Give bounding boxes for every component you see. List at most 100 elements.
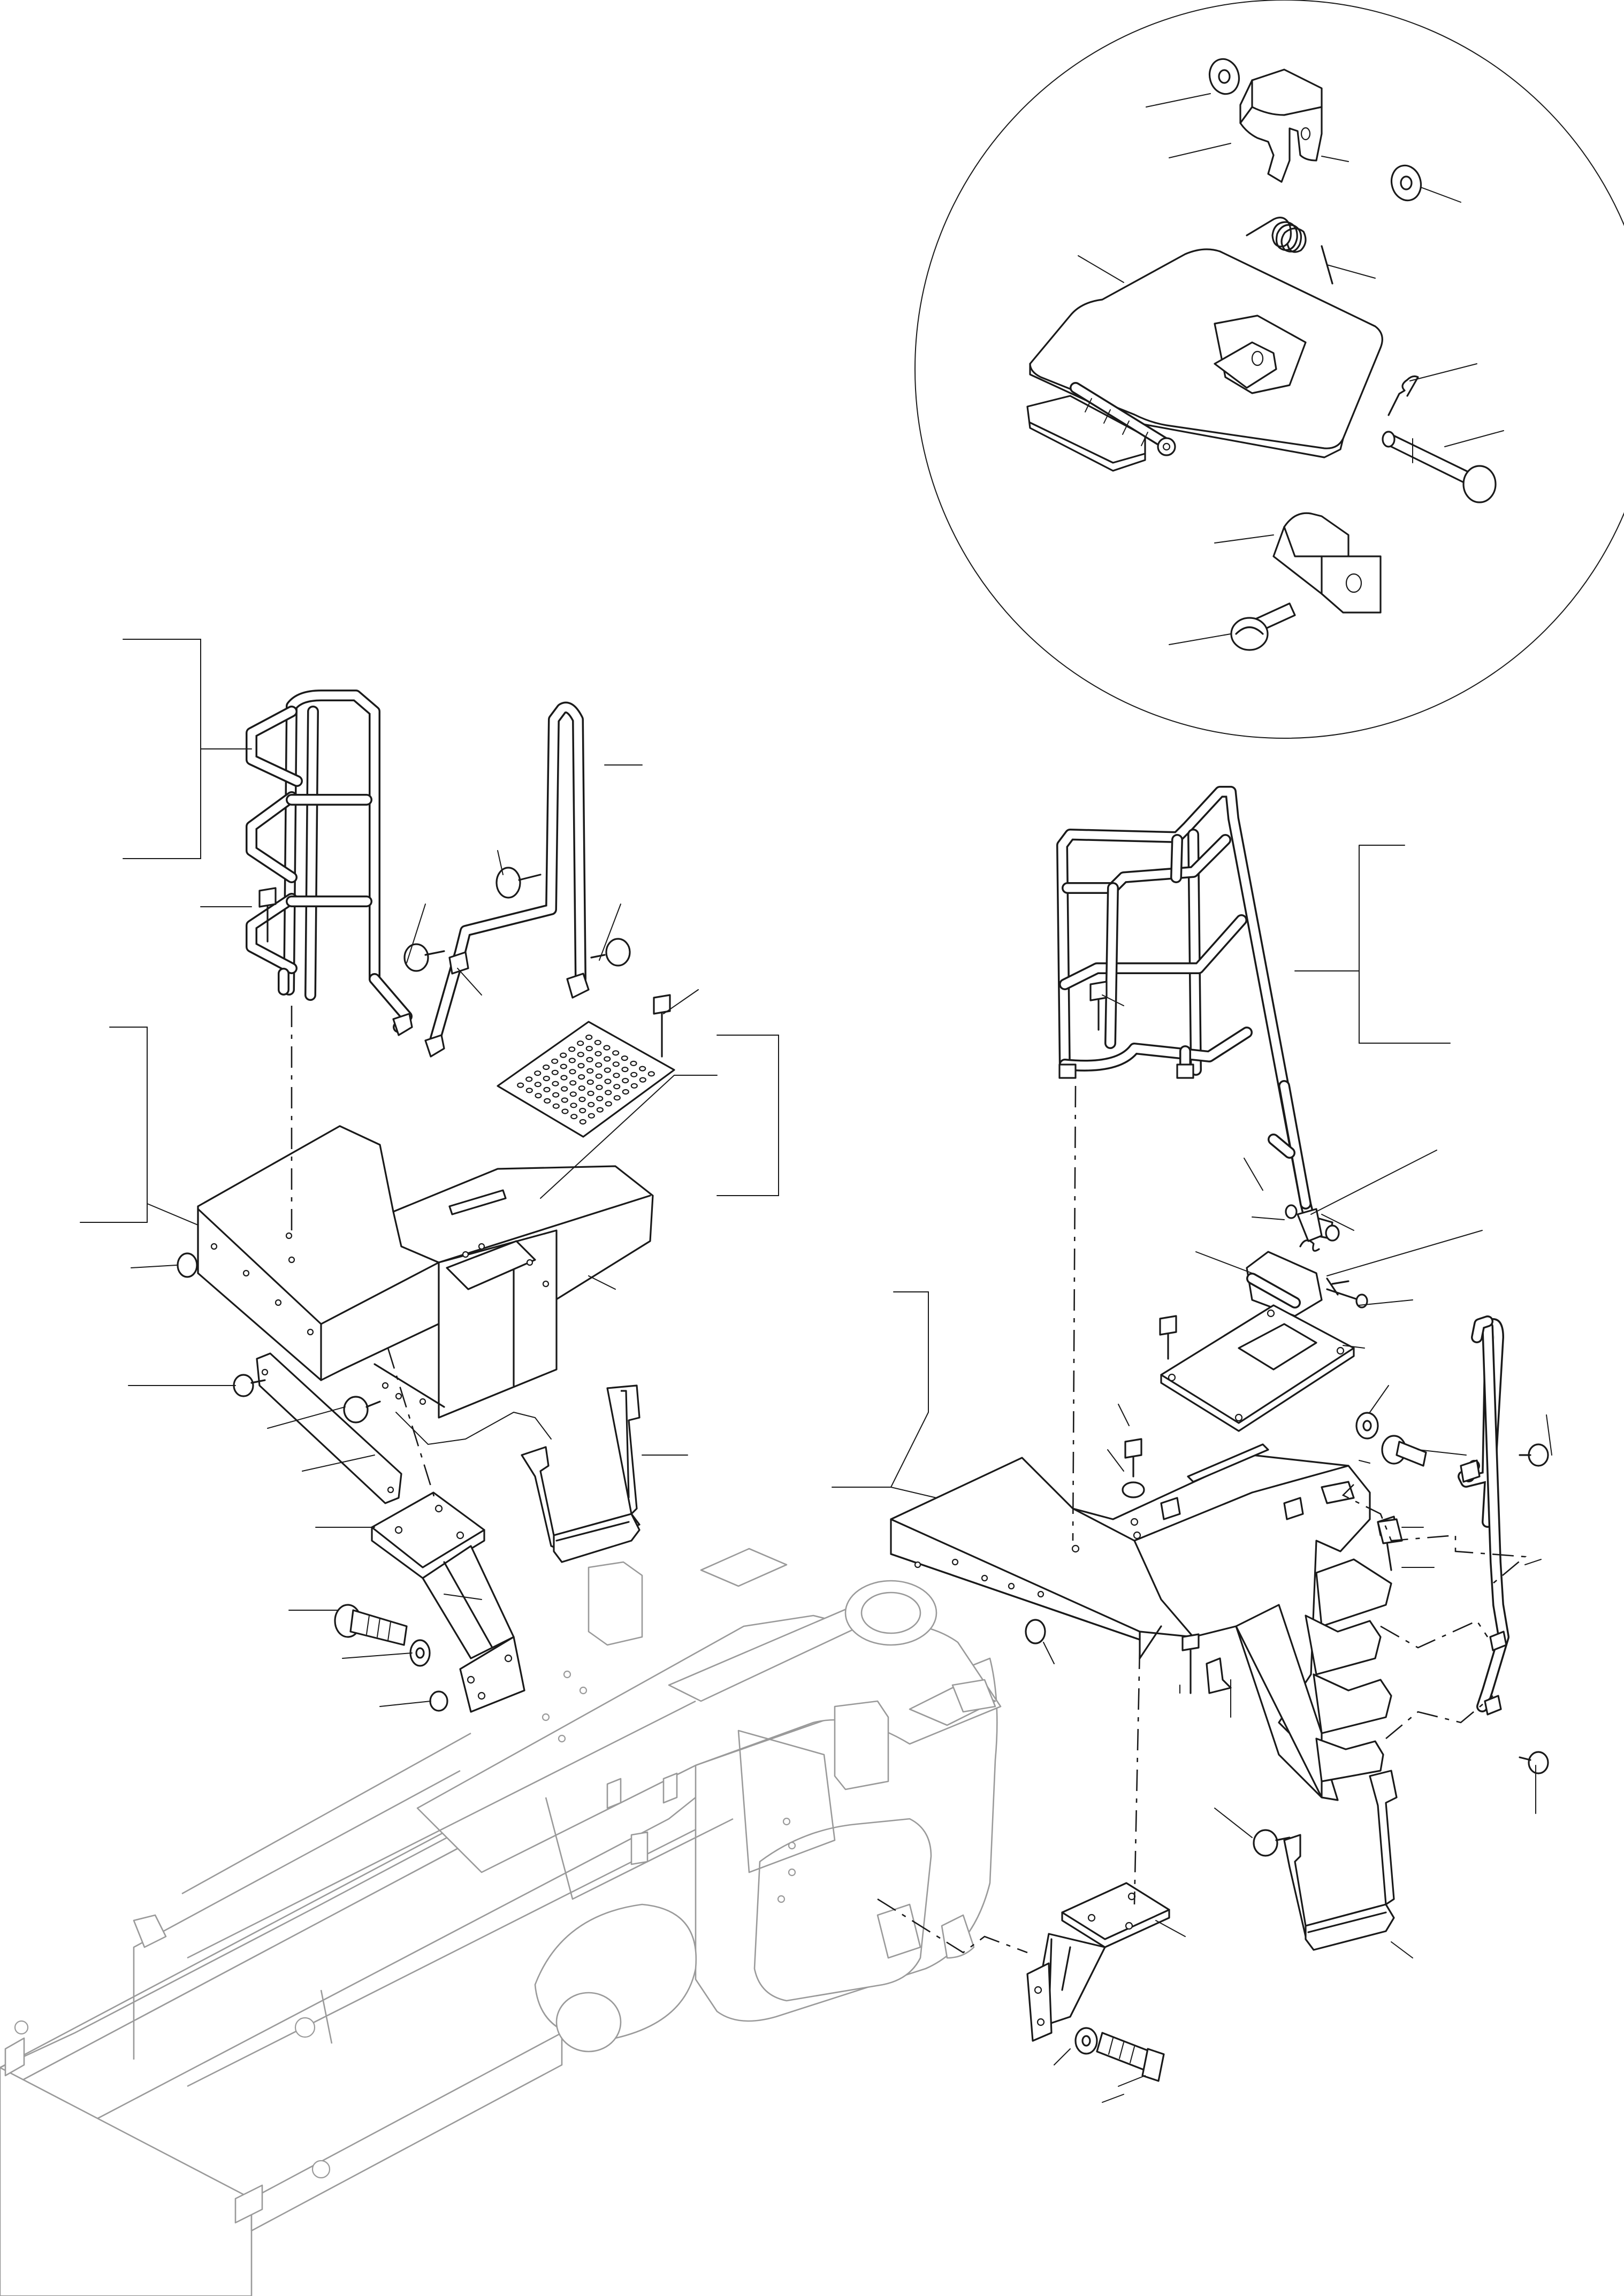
bolt-icon [1253, 1829, 1291, 1857]
bolt-icon [334, 1604, 408, 1646]
perforation-hole [595, 1073, 603, 1079]
step-platform-icon [197, 1125, 654, 1419]
detail-view [914, 0, 1624, 739]
perforation-hole [605, 1101, 612, 1107]
bolt-icon [1519, 1751, 1549, 1774]
perforation-hole [534, 1070, 542, 1076]
washer-icon [1074, 2027, 1098, 2055]
latch-bracket-icon [1272, 512, 1382, 614]
perforation-hole [594, 1039, 601, 1045]
perforation-hole [551, 1058, 559, 1064]
perforation-hole [587, 1090, 594, 1097]
perforation-hole [578, 1085, 585, 1091]
perforation-hole [585, 1045, 593, 1052]
anti-slip-plate-icon [497, 1021, 675, 1138]
hinged-step-plate-icon [1246, 1204, 1368, 1317]
perforation-hole [630, 1060, 637, 1067]
bolt-icon [1181, 1633, 1200, 1694]
perforation-hole [604, 1056, 611, 1062]
washer-icon [409, 1639, 431, 1667]
perforation-hole [543, 1064, 550, 1070]
perforation-hole [568, 1058, 576, 1063]
perforation-hole [596, 1084, 603, 1090]
knob-icon [495, 867, 542, 899]
perforation-hole [570, 1103, 577, 1108]
perforation-hole [604, 1067, 611, 1073]
perforation-hole [595, 1062, 603, 1068]
perforation-hole [577, 1040, 584, 1046]
machine-frame-icon [0, 1548, 1002, 2296]
perforation-hole [577, 1052, 584, 1058]
perforation-hole [568, 1046, 576, 1052]
perforation-hole [544, 1098, 551, 1104]
perforation-hole [579, 1119, 586, 1125]
bolt-icon [1089, 981, 1108, 1031]
perforation-hole [630, 1072, 638, 1077]
plug-icon [1025, 1619, 1046, 1644]
small-bracket-icon [1206, 1657, 1232, 1694]
perforation-hole [569, 1080, 577, 1086]
perforation-hole [588, 1113, 595, 1119]
perforation-hole [551, 1069, 559, 1075]
perforation-hole [604, 1078, 612, 1084]
perforation-hole [613, 1073, 620, 1078]
right-assembly [832, 786, 1552, 2103]
bolt-icon [590, 938, 631, 967]
perforation-hole [525, 1076, 533, 1082]
perforation-hole [596, 1096, 604, 1101]
support-bracket-icon [371, 1491, 525, 1713]
perforation-hole [525, 1088, 533, 1093]
support-bracket-icon [1026, 1882, 1170, 2042]
bolt-icon [653, 994, 671, 1058]
perforation-hole [569, 1069, 576, 1075]
anti-slip-holes [517, 1034, 655, 1125]
nut-icon [429, 1690, 448, 1712]
hanging-step-icon [521, 1384, 641, 1563]
perforation-hole [578, 1097, 586, 1103]
grab-rail-icon [392, 701, 590, 1058]
washer-icon [1390, 164, 1422, 202]
perforation-hole [612, 1050, 620, 1056]
hinged-step-plate-icon [1026, 248, 1383, 472]
bolt-icon [1159, 1315, 1177, 1360]
perforation-hole [613, 1084, 621, 1090]
perforation-hole [586, 1079, 594, 1085]
perforation-hole [585, 1034, 593, 1040]
perforation-hole [621, 1055, 628, 1061]
perforation-hole [552, 1103, 560, 1109]
step-platform-icon [890, 1443, 1392, 1801]
perforation-hole [647, 1071, 655, 1077]
washer-icon [1355, 1412, 1379, 1440]
perforation-hole [561, 1108, 569, 1114]
brace-strap-icon [256, 1352, 402, 1504]
perforation-hole [612, 1061, 620, 1067]
perforation-hole [588, 1101, 595, 1107]
cover-plate-icon [1160, 1304, 1355, 1432]
perforation-hole [552, 1081, 559, 1086]
perforation-hole [560, 1052, 567, 1058]
perforation-hole [621, 1066, 629, 1073]
bolt-icon [1381, 1435, 1427, 1467]
small-bracket-icon [1377, 1518, 1403, 1544]
perforation-hole [603, 1045, 611, 1051]
perforation-hole [639, 1066, 646, 1072]
perforation-hole [560, 1075, 568, 1081]
perforation-hole [552, 1092, 560, 1098]
flange-bolt-icon [1230, 602, 1296, 651]
bolt-icon [1519, 1443, 1549, 1467]
perforation-hole [561, 1086, 568, 1092]
handrail-ladder-icon [1056, 786, 1333, 1239]
perforation-hole [586, 1068, 594, 1074]
plug-icon [177, 1252, 198, 1278]
perforation-hole [622, 1077, 629, 1084]
perforation-hole [596, 1107, 604, 1113]
bolt-icon [403, 943, 445, 972]
perforation-hole [613, 1095, 621, 1101]
detail-circle [914, 0, 1624, 739]
cotter-pin-icon [1387, 375, 1419, 416]
latch-hook-icon [1239, 68, 1323, 183]
perforation-hole [639, 1077, 646, 1083]
bolt-icon [343, 1396, 381, 1423]
bolt-icon [1096, 2032, 1165, 2082]
